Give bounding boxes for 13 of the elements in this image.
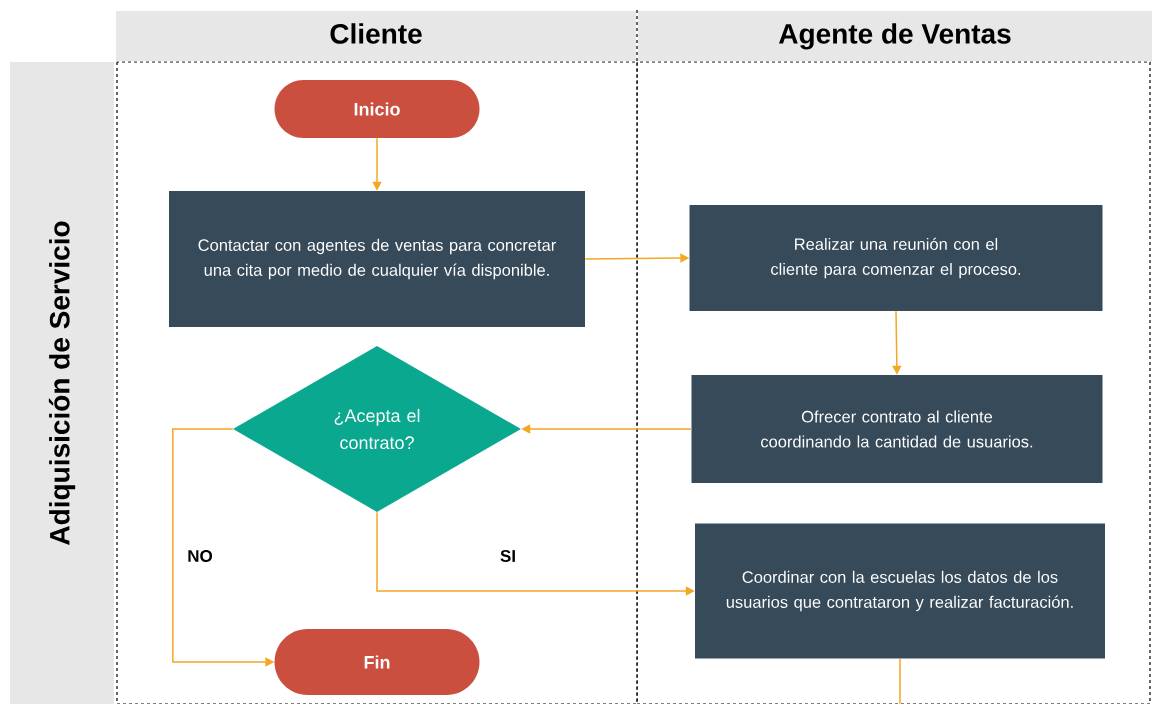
edge-label: NO (186, 549, 214, 563)
process-box: Contactar con agentes de ventas para concretar una cita por medio de cualquier vía disponible. (169, 191, 585, 327)
lane-header: Cliente (116, 11, 636, 61)
process-box: Ofrecer contrato al cliente coordinando la cantidad de usuarios. (691, 375, 1103, 483)
edge-label: SI (498, 549, 518, 563)
node-label: Agente de Ventas (778, 23, 1011, 50)
row-header: Adiquisición de Servicio (10, 62, 114, 704)
lane-header: Agente de Ventas (638, 11, 1152, 61)
node-label: Cliente (330, 23, 422, 44)
process-box: Coordinar con la escuelas los datos de los usuarios que contrataron y realizar facturación. (695, 523, 1105, 659)
process-box: Realizar una reunión con el cliente para comenzar el proceso. (689, 205, 1103, 311)
start-terminal: Inicio (274, 80, 480, 138)
end-terminal: Fin (274, 629, 480, 695)
